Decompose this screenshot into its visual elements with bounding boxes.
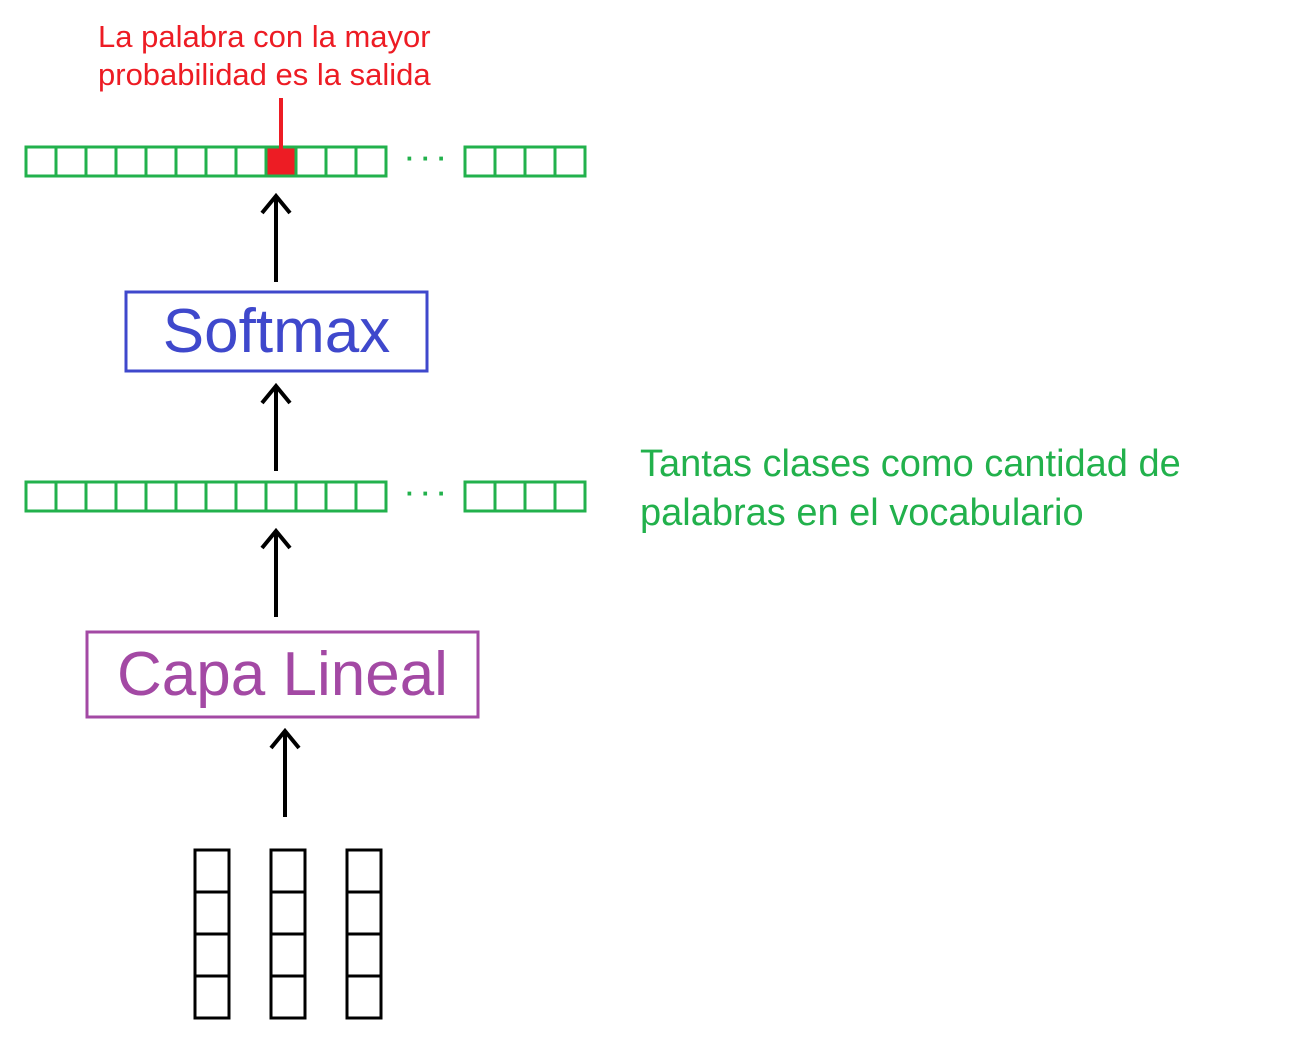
input-embedding-cell bbox=[193, 932, 231, 978]
vector-cell bbox=[294, 145, 328, 178]
linear-layer-label: Capa Lineal bbox=[117, 640, 448, 709]
vector-cell bbox=[493, 480, 527, 513]
vector-cell bbox=[204, 145, 238, 178]
input-embedding-cell bbox=[345, 890, 383, 936]
output-vector bbox=[24, 145, 587, 178]
vector-cell bbox=[324, 480, 358, 513]
vocabulary-annotation-line-1: Tantas clases como cantidad de bbox=[640, 443, 1181, 485]
output-vector-ellipsis: · · · bbox=[405, 142, 447, 173]
softmax-label: Softmax bbox=[162, 297, 391, 366]
input-embedding-cell bbox=[193, 848, 231, 894]
vector-cell bbox=[24, 480, 58, 513]
vector-cell bbox=[204, 480, 238, 513]
vector-cell bbox=[354, 480, 388, 513]
input-embedding-cell bbox=[345, 848, 383, 894]
vector-cell bbox=[324, 145, 358, 178]
input-embedding-cell bbox=[269, 974, 307, 1020]
vector-cell bbox=[114, 145, 148, 178]
vocabulary-annotation-line-2: palabras en el vocabulario bbox=[640, 492, 1084, 534]
vector-cell bbox=[54, 480, 88, 513]
input-embedding-cell bbox=[193, 974, 231, 1020]
input-embedding-cell bbox=[269, 932, 307, 978]
vector-cell bbox=[144, 145, 178, 178]
arrow-linear-to-vector bbox=[260, 527, 292, 617]
logits-vector-ellipsis: · · · bbox=[405, 477, 447, 508]
vector-cell bbox=[144, 480, 178, 513]
arrow-inputs-to-linear bbox=[269, 727, 301, 817]
input-embedding-cell bbox=[193, 890, 231, 936]
vector-cell bbox=[54, 145, 88, 178]
vector-cell bbox=[84, 480, 118, 513]
softmax-box bbox=[124, 290, 429, 373]
vector-cell bbox=[264, 480, 298, 513]
arrow-softmax-to-output bbox=[260, 192, 292, 282]
vector-cell bbox=[553, 480, 587, 513]
selected-output-cell bbox=[264, 145, 298, 178]
output-annotation-line-2: probabilidad es la salida bbox=[98, 57, 431, 92]
vector-cell bbox=[354, 145, 388, 178]
input-embedding-cell bbox=[345, 974, 383, 1020]
linear-layer-box bbox=[85, 630, 480, 719]
vector-cell bbox=[523, 145, 557, 178]
vector-cell bbox=[84, 145, 118, 178]
input-embedding-cell bbox=[269, 848, 307, 894]
vector-cell bbox=[463, 480, 497, 513]
input-embedding-cell bbox=[269, 890, 307, 936]
input-embeddings bbox=[193, 848, 383, 1020]
arrow-vector-to-softmax bbox=[260, 382, 292, 471]
vector-cell bbox=[174, 145, 208, 178]
logits-vector bbox=[24, 480, 587, 513]
output-annotation-line-1: La palabra con la mayor bbox=[98, 19, 431, 54]
vector-cell bbox=[114, 480, 148, 513]
vector-cell bbox=[523, 480, 557, 513]
vector-cell bbox=[174, 480, 208, 513]
vector-cell bbox=[234, 480, 268, 513]
vector-cell bbox=[463, 145, 497, 178]
vector-cell bbox=[553, 145, 587, 178]
vector-cell bbox=[234, 145, 268, 178]
input-embedding-cell bbox=[345, 932, 383, 978]
vector-cell bbox=[294, 480, 328, 513]
vector-cell bbox=[24, 145, 58, 178]
vector-cell bbox=[493, 145, 527, 178]
